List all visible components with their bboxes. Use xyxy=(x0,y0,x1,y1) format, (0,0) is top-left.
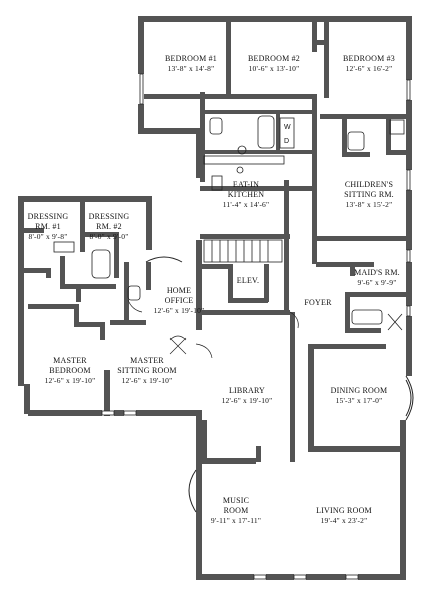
closet-shelf xyxy=(53,241,75,253)
room-label-bedroom-1: BEDROOM #1 13'-8" x 14'-8" xyxy=(164,54,217,73)
room-label-living-room: LIVING ROOM 19'-4" x 23'-2" xyxy=(316,506,372,525)
office-bay-window xyxy=(145,256,183,263)
room-label-home-office: HOME OFFICE 12'-6" x 19'-10" xyxy=(153,286,205,315)
toilet-top-bath xyxy=(209,117,223,135)
foyer-door xyxy=(289,311,299,329)
maids-bath-x xyxy=(387,313,403,331)
washer-dryer xyxy=(279,117,295,149)
room-label-bedroom-2: BEDROOM #2 10'-6" x 13'-10" xyxy=(247,54,300,73)
kitchen-sink xyxy=(236,166,244,174)
doors xyxy=(127,299,299,359)
fixtures xyxy=(53,115,405,331)
bathtub-childrens xyxy=(347,131,365,151)
office-door-swing xyxy=(169,337,187,355)
room-label-library: LIBRARY 12'-6" x 19'-10" xyxy=(221,386,273,405)
room-label-elevator: ELEV. xyxy=(236,276,260,285)
dressing-toilet xyxy=(127,285,141,301)
room-label-bedroom-3: BEDROOM #3 12'-6" x 16'-2" xyxy=(342,54,395,73)
room-label-maids-room: MAID'S RM. 9'-6" x 9'-9" xyxy=(354,268,400,287)
room-label-music-room: MUSIC ROOM 9'-11" x 17'-11" xyxy=(210,496,262,525)
stove xyxy=(211,175,223,191)
office-door-arc xyxy=(169,335,187,341)
stair-run xyxy=(203,239,283,263)
room-label-dressing-1: DRESSING RM. #1 8'-0" x 9'-8" xyxy=(27,212,69,241)
dryer-label: D xyxy=(284,138,290,145)
maids-bath-tub xyxy=(351,309,383,325)
stairs xyxy=(203,239,283,263)
room-label-foyer: FOYER xyxy=(304,298,332,307)
entry-door-swing xyxy=(195,343,213,359)
dining-bay-window xyxy=(405,375,414,421)
room-label-master-sitting: MASTER SITTING ROOM 12'-6" x 19'-10" xyxy=(117,356,177,385)
sink-top-bath xyxy=(237,145,247,155)
bath-sink-bedroom3 xyxy=(389,119,405,135)
bay-windows xyxy=(145,256,414,513)
office-entry-arc xyxy=(127,299,143,313)
dining-bay-window-inner xyxy=(405,379,412,417)
room-label-master-bedroom: MASTER BEDROOM 12'-6" x 19'-10" xyxy=(44,356,96,385)
room-label-dining-room: DINING ROOM 15'-3" x 17'-0" xyxy=(330,386,388,405)
kitchen-counter xyxy=(203,155,285,165)
room-label-dressing-2: DRESSING RM. #2 8'-0" x 9'-0" xyxy=(88,212,130,241)
music-bay-window xyxy=(188,469,197,513)
room-label-childrens-sitting: CHILDREN'S SITTING RM. 13'-8" x 15'-2" xyxy=(344,180,394,209)
washer-label: W xyxy=(284,124,291,131)
windows xyxy=(101,73,411,580)
room-label-kitchen: EAT-IN KITCHEN 11'-4" x 14'-6" xyxy=(222,180,270,209)
interior-walls xyxy=(24,22,409,464)
dressing-tub xyxy=(91,249,111,279)
bathtub xyxy=(257,115,275,149)
